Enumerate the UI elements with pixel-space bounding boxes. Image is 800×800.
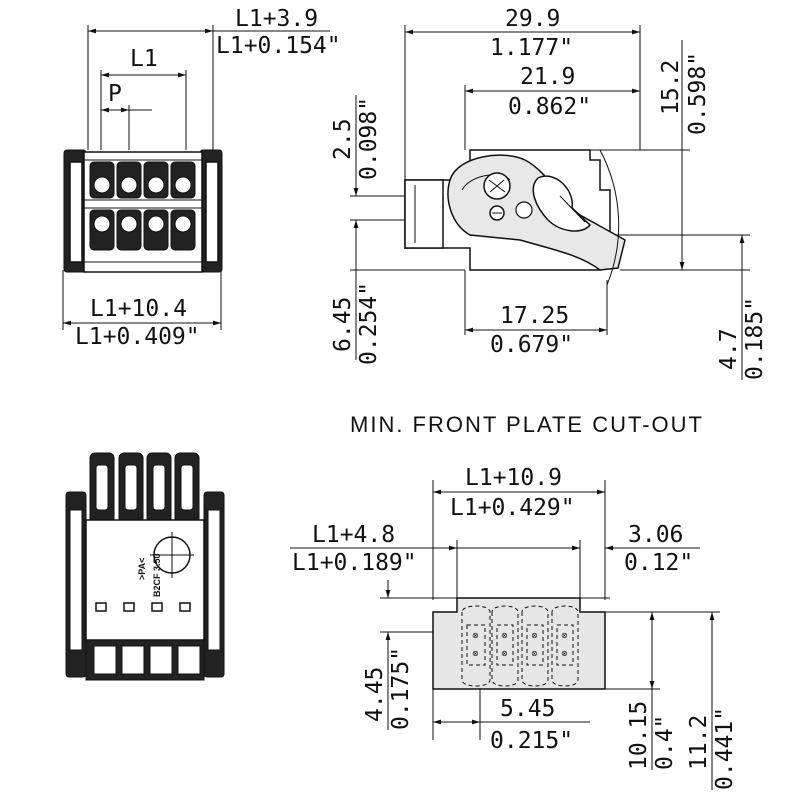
dim-side-length-in: 1.177" <box>490 35 573 61</box>
dim-cutout-width: L1+10.9 <box>465 465 562 491</box>
cutout-view: L1+10.9 L1+0.429" L1+4.8 L1+0.189" 3.06 … <box>290 465 738 790</box>
dim-side-height: 15.2 <box>658 60 684 115</box>
svg-text:⊗: ⊗ <box>561 649 568 658</box>
svg-text:⊗: ⊗ <box>472 631 479 640</box>
dim-side-height-in: 0.598" <box>685 52 711 135</box>
dim-cutout-left-offset: L1+4.8 <box>312 522 395 548</box>
dim-side-pin-offset-in: 0.098" <box>356 97 382 180</box>
dim-front-width-bottom-in: L1+0.409" <box>75 324 200 350</box>
dim-cutout-right-offset: 3.06 <box>628 522 683 548</box>
cutout-title: MIN. FRONT PLATE CUT-OUT <box>350 412 704 437</box>
front-pole-cells <box>89 161 196 251</box>
dim-side-base-length-in: 0.679" <box>490 332 573 358</box>
dim-side-right-offset: 4.7 <box>716 328 742 370</box>
dim-cutout-height-full: 11.2 <box>686 715 712 770</box>
dim-side-body-length: 21.9 <box>520 64 575 90</box>
dim-side-lower-offset: 6.45 <box>330 297 356 352</box>
dim-front-width-total: L1+3.9 <box>235 6 318 32</box>
dim-front-width-bottom: L1+10.4 <box>90 296 187 322</box>
rear-label-line2: >PA< <box>137 558 147 580</box>
rear-view: >PA< B2CF 3.50 <box>65 452 225 681</box>
front-view: L1+3.9 L1+0.154" L1 P L1+10.4 L1+0.409" <box>62 6 341 350</box>
dim-cutout-height-mid: 10.15 <box>626 701 652 770</box>
dim-cutout-height-small: 4.45 <box>362 667 388 722</box>
cutout-contacts: ⊗ ⊗ ⊗ ⊗ ⊗ ⊗ ⊗ ⊗ <box>461 605 579 687</box>
dim-cutout-height-small-in: 0.175" <box>388 647 414 730</box>
dim-cutout-width-in: L1+0.429" <box>450 495 575 521</box>
svg-text:⊗: ⊗ <box>531 649 538 658</box>
dim-side-lower-offset-in: 0.254" <box>356 282 382 365</box>
svg-text:⊗: ⊗ <box>561 631 568 640</box>
svg-text:⊗: ⊗ <box>472 649 479 658</box>
dim-cutout-bottom-width-in: 0.215" <box>490 728 573 754</box>
svg-text:⊗: ⊗ <box>501 649 508 658</box>
dim-side-pin-offset: 2.5 <box>330 118 356 160</box>
side-view: 29.9 1.177" 21.9 0.862" 15.2 0.598" 2.5 … <box>330 6 768 380</box>
dim-cutout-height-mid-in: 0.4" <box>652 715 678 770</box>
dim-cutout-left-offset-in: L1+0.189" <box>292 550 417 576</box>
dim-side-right-offset-in: 0.185" <box>742 297 768 380</box>
dim-cutout-bottom-width: 5.45 <box>500 696 555 722</box>
dim-side-length: 29.9 <box>505 6 560 32</box>
rear-label-line1: B2CF 3.50 <box>152 553 162 597</box>
dim-side-base-length: 17.25 <box>500 303 569 329</box>
svg-text:⊗: ⊗ <box>531 631 538 640</box>
dim-front-pitch: P <box>108 81 122 107</box>
dim-front-width-total-in: L1+0.154" <box>216 33 341 59</box>
dim-front-pitch-span: L1 <box>130 46 158 72</box>
dim-cutout-right-offset-in: 0.12" <box>624 550 693 576</box>
svg-text:⊗: ⊗ <box>501 631 508 640</box>
dim-cutout-height-full-in: 0.441" <box>712 707 738 790</box>
dim-side-body-length-in: 0.862" <box>508 94 591 120</box>
